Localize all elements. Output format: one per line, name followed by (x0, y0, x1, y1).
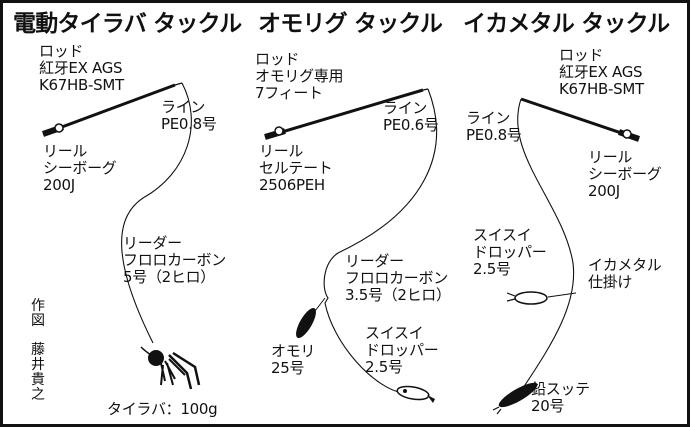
omorigu-rod-icon (264, 88, 429, 140)
omorigu-sinker-icon (296, 297, 326, 339)
ikametal-rod-label: ロッド 紅牙EX AGS K67HB-SMT (559, 46, 644, 98)
ikametal-dropper-icon (506, 291, 577, 305)
title-omorigu: オモリグ タックル (258, 11, 443, 37)
ikametal-rig-label: イカメタル 仕掛け (588, 256, 662, 291)
omorigu-rod-label: ロッド オモリグ専用 7フィート (255, 50, 344, 102)
ikametal-rod-icon (520, 97, 640, 142)
tairaba-leader-label: リーダー フロロカーボン 5号（2ヒロ） (123, 234, 226, 286)
diagram-credit: 作 図 藤 井 貴 之 (31, 298, 45, 403)
ikametal-line-label: ライン PE0.8号 (466, 109, 522, 144)
omorigu-reel-label: リール セルテート 2506PEH (259, 142, 333, 194)
title-tairaba: 電動タイラバ タックル (13, 11, 242, 37)
tairaba-rod-icon (42, 82, 183, 137)
ikametal-sinker-sutte-icon (492, 382, 538, 415)
tairaba-rod-label: ロッド 紅牙EX AGS K67HB-SMT (39, 42, 124, 94)
omorigu-leader-label: リーダー フロロカーボン 3.5号（2ヒロ） (345, 252, 451, 304)
ikametal-reel-label: リール シーボーグ 200J (588, 148, 662, 200)
tairaba-lure-icon (140, 346, 201, 390)
ikametal-main-line (517, 98, 575, 389)
tairaba-main-line (121, 82, 192, 344)
tackle-illustration (42, 82, 640, 415)
ikametal-dropper-label: スイスイ ドロッパー 2.5号 (473, 226, 547, 278)
title-ikametal: イカメタル タックル (463, 11, 670, 37)
omorigu-line-label: ライン PE0.6号 (383, 99, 439, 134)
tairaba-reel-label: リール シーボーグ 200J (43, 142, 117, 194)
omorigu-egi-icon (396, 385, 435, 403)
omorigu-sinker-label: オモリ 25号 (271, 342, 316, 377)
tairaba-lure-label: タイラバ：100g (107, 400, 218, 418)
ikametal-sinker-label: 鉛スッテ 20号 (531, 380, 590, 415)
tairaba-line-label: ライン PE0.8号 (161, 98, 217, 133)
omorigu-main-line (323, 88, 437, 394)
omorigu-egi-label: スイスイ ドロッパー 2.5号 (365, 324, 439, 376)
